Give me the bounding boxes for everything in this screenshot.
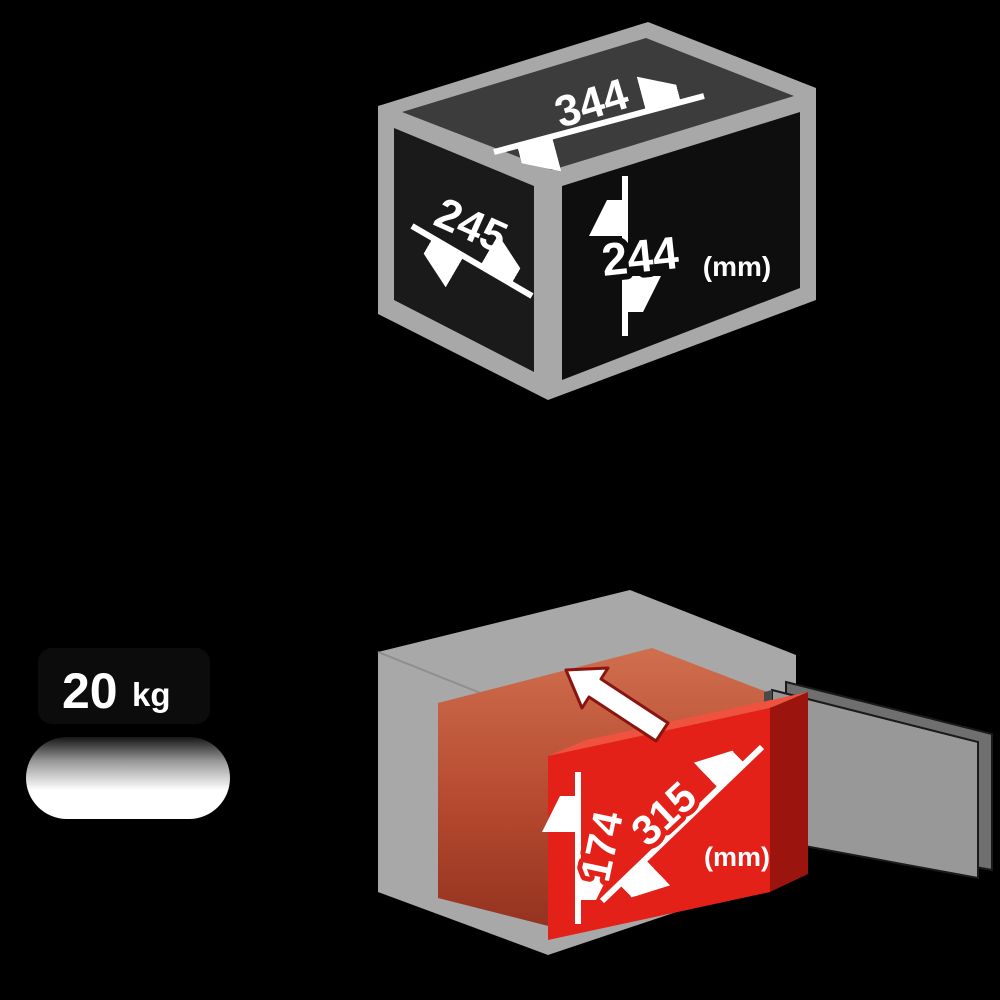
extraction-arrow-icon	[564, 666, 670, 743]
exterior-width-arrow	[493, 96, 705, 152]
interior-diagonal-arrow	[599, 747, 765, 901]
weight-badge-plate	[38, 648, 210, 724]
interior-diagram-group: 174 315 (mm)	[377, 590, 993, 955]
inner-box-top-face	[548, 692, 808, 756]
weight-value-label: 20	[62, 663, 118, 719]
weight-unit-label: kg	[132, 676, 171, 713]
exterior-front-face	[562, 112, 800, 380]
exterior-depth-arrow	[410, 223, 534, 299]
exterior-unit-label: (mm)	[703, 251, 771, 282]
exterior-height-label: 244	[599, 226, 681, 286]
weight-badge-base	[26, 737, 230, 819]
weight-badge-group: 20 kg	[26, 648, 230, 819]
interior-unit-label: (mm)	[704, 842, 770, 872]
exterior-diagram-group: 344 245 244 (mm)	[378, 22, 816, 400]
inner-box-side-face	[770, 692, 808, 892]
